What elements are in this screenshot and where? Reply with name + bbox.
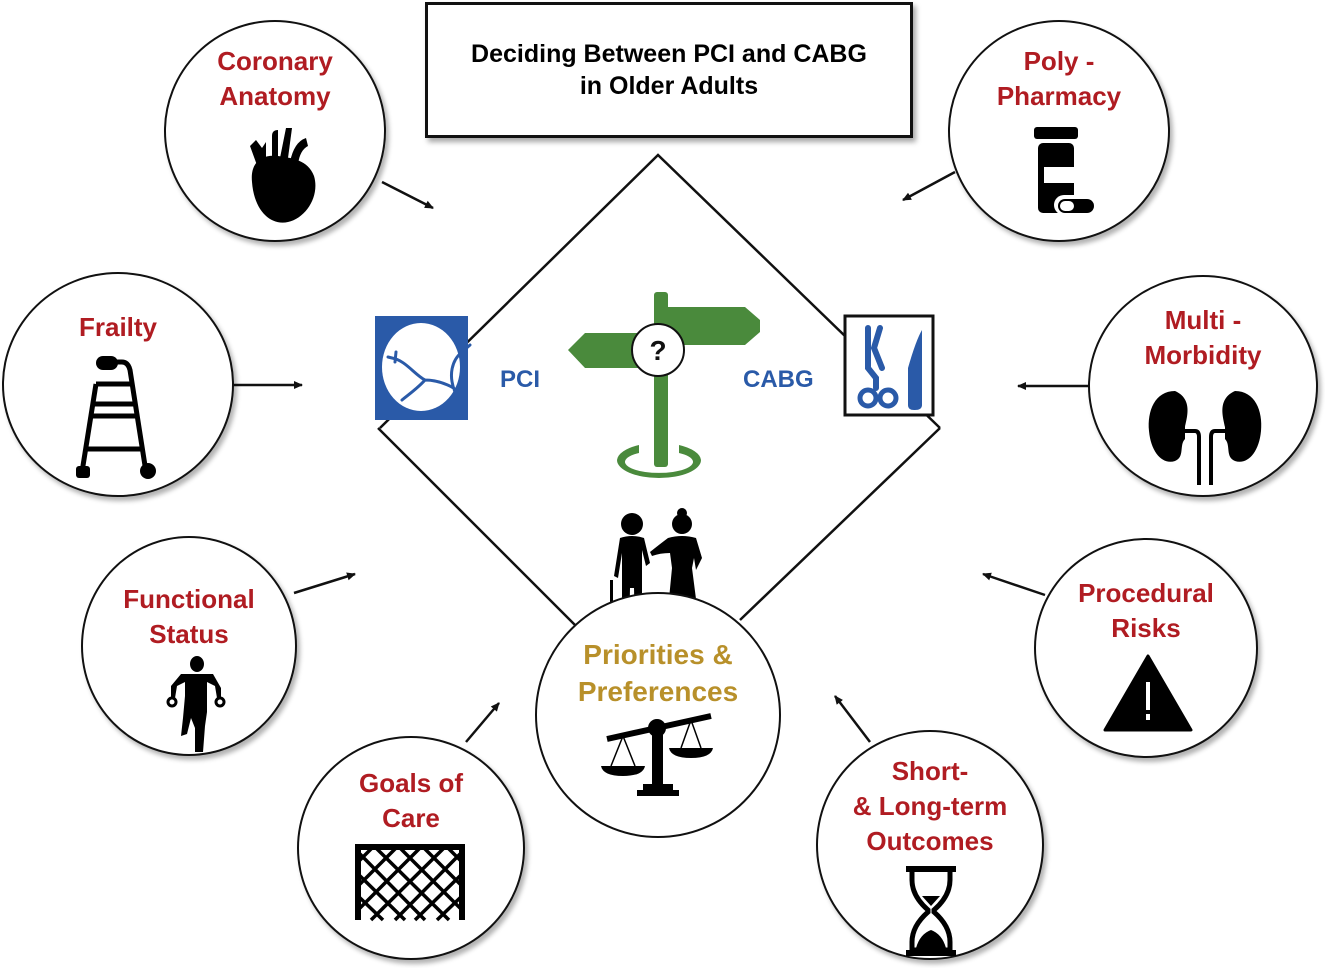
signpost-question-mark: ? <box>649 335 666 366</box>
factor-coronary-anatomy: Coronary Anatomy <box>164 20 386 242</box>
factor-functional-status: Functional Status <box>81 536 297 756</box>
arrow-coronary-anatomy <box>381 180 434 210</box>
arrow-outcomes <box>834 695 871 743</box>
option-cabg-label: CABG <box>743 366 814 393</box>
factor-label-line-1: Multi - <box>1164 305 1242 335</box>
factor-label-line-2: Status <box>149 619 229 649</box>
factor-outcomes: Short- & Long-term Outcomes <box>816 730 1044 960</box>
factor-label-line-1: Coronary <box>217 46 333 76</box>
arrow-polypharmacy <box>902 170 956 202</box>
balance-scale-icon <box>601 713 713 796</box>
diagram-title-box: Deciding Between PCI and CABG in Older A… <box>425 2 913 138</box>
factor-procedural-risks: Procedural Risks <box>1034 538 1258 758</box>
hourglass-icon <box>906 866 956 956</box>
factor-label-line-2: Risks <box>1111 613 1181 643</box>
factor-goals-of-care: Goals of Care <box>297 736 525 960</box>
factor-label-line-2: Morbidity <box>1144 340 1262 370</box>
walker-icon <box>76 356 156 479</box>
factor-label-line-1: Poly - <box>1023 46 1095 76</box>
factor-multimorbidity: Multi - Morbidity <box>1088 275 1318 497</box>
cabg-instruments-icon <box>843 314 935 417</box>
factor-label-line-1: Procedural <box>1078 578 1214 608</box>
arrows <box>232 170 1090 743</box>
factor-label-line-1: Functional <box>123 584 255 614</box>
pci-vessel-icon <box>375 316 472 420</box>
factor-label-line-2: Care <box>382 803 440 833</box>
goal-net-icon <box>355 844 465 922</box>
arrow-goals-of-care <box>465 702 500 743</box>
option-pci-label: PCI <box>500 366 541 393</box>
factor-frailty: Frailty <box>2 272 234 497</box>
factor-label-line-1: Short- <box>891 756 969 786</box>
warning-icon <box>1103 654 1193 732</box>
arrow-procedural-risks <box>982 572 1046 597</box>
center-line-1: Priorities & <box>583 639 733 670</box>
heart-icon <box>250 128 316 223</box>
factor-polypharmacy: Poly - Pharmacy <box>948 20 1170 242</box>
factor-label-line-1: Frailty <box>78 312 158 342</box>
title-line-2: in Older Adults <box>579 72 759 100</box>
kidneys-icon <box>1148 391 1262 485</box>
factor-label-line-2: & Long-term <box>852 791 1008 821</box>
center-line-2: Preferences <box>577 676 739 707</box>
signpost-icon <box>568 292 760 478</box>
running-person-icon <box>166 656 226 752</box>
factor-label-line-3: Outcomes <box>866 826 994 856</box>
arrow-functional-status <box>293 572 356 595</box>
factor-label-line-2: Pharmacy <box>996 81 1122 111</box>
pill-bottle-icon <box>1034 127 1098 215</box>
factor-label-line-2: Anatomy <box>219 81 331 111</box>
title-line-1: Deciding Between PCI and CABG <box>471 40 867 68</box>
priorities-preferences-circle: Priorities & Preferences <box>535 592 781 838</box>
factor-label-line-1: Goals of <box>358 768 463 798</box>
